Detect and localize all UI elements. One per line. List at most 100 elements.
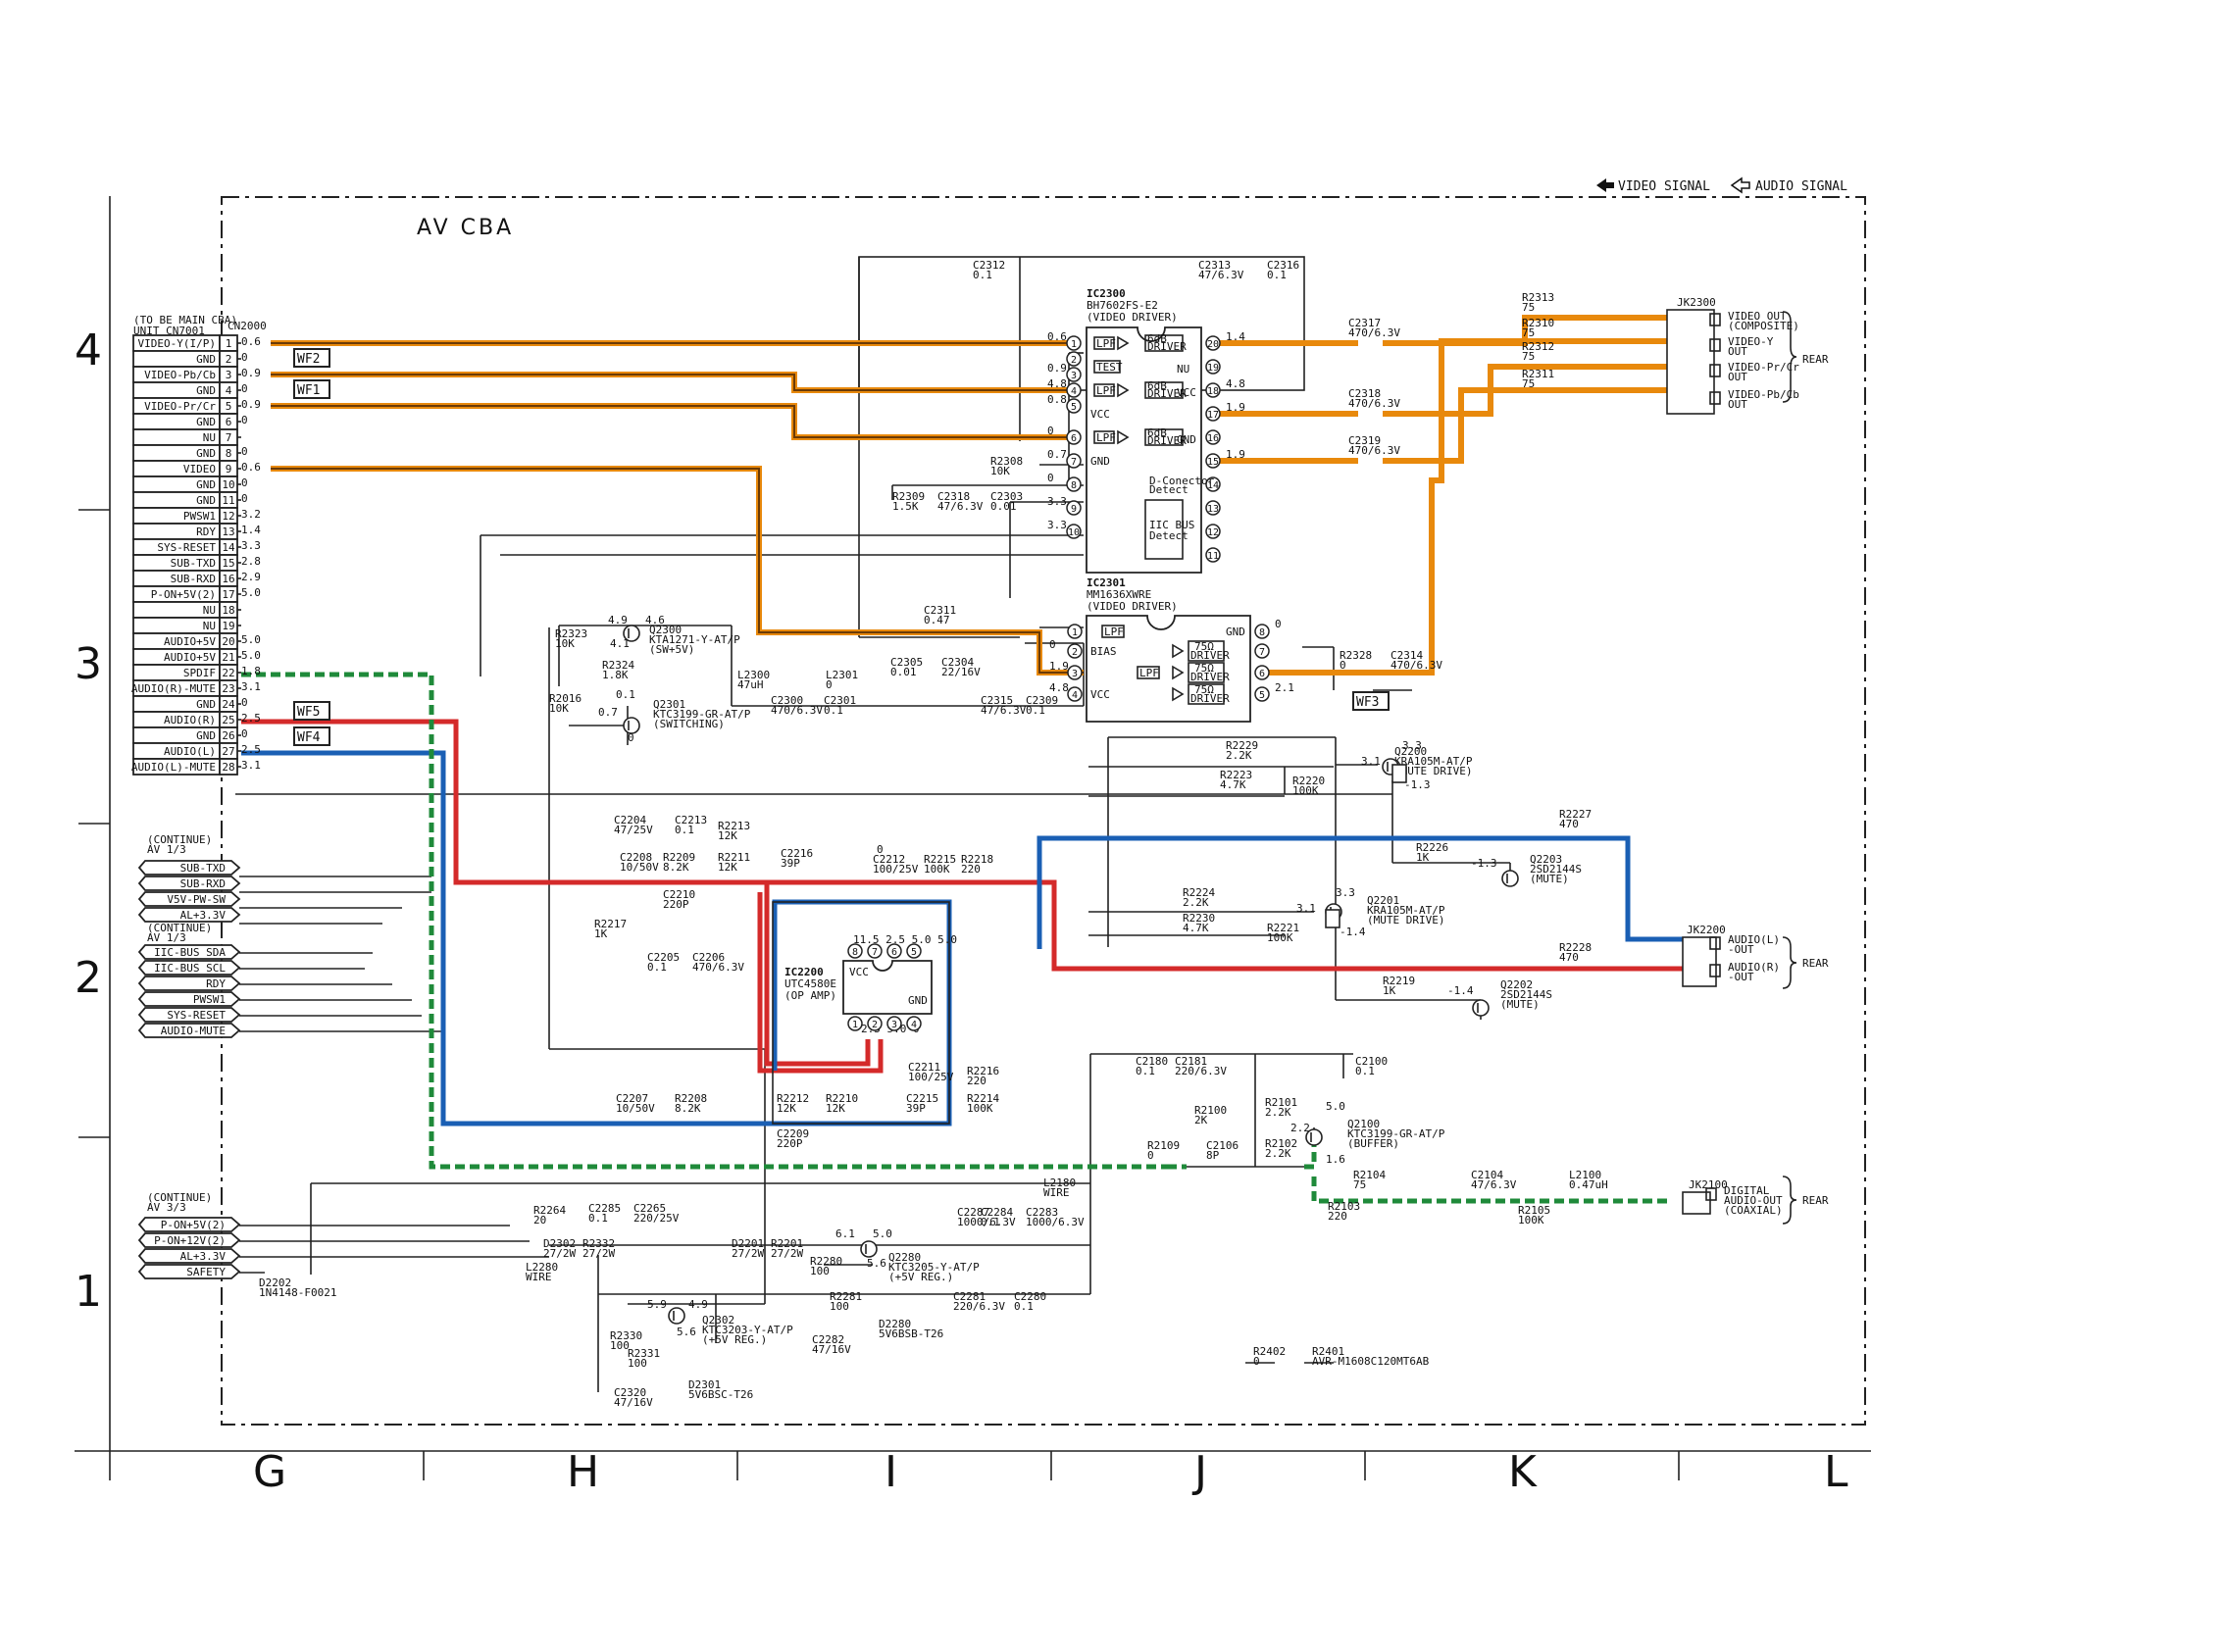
component-ref: R2219 xyxy=(1383,975,1415,987)
col-label-g: G xyxy=(253,1447,286,1497)
component-ref: C2205 xyxy=(647,951,680,964)
component-value: KTC3205-Y-AT/P xyxy=(888,1261,980,1274)
ic2300-pin-voltage: 0.8 xyxy=(1047,393,1067,406)
cn2000-pin-name: AUDIO+5V xyxy=(164,651,216,664)
component-value: 0.1 xyxy=(973,269,992,281)
voltage-reading: 0.1 xyxy=(616,688,635,701)
cn2000-pin-name: SUB-RXD xyxy=(171,573,216,585)
component-ref: R2401 xyxy=(1312,1345,1344,1358)
component-ref: R2016 xyxy=(549,692,582,705)
cn2000-pin-name: GND xyxy=(196,416,216,428)
svg-text:17: 17 xyxy=(1207,410,1219,421)
component-ref: C2285 xyxy=(588,1202,621,1215)
component-ref: C2309 xyxy=(1026,694,1058,707)
component-value: 220P xyxy=(663,898,689,911)
ic2301-lpf: LPF xyxy=(1139,667,1159,679)
cn2000-pin-name: SYS-RESET xyxy=(157,541,216,554)
q2301-symbol xyxy=(623,717,640,734)
jk2300-output-label: VIDEO-Y xyxy=(1728,335,1774,348)
cn2000-pin-name: SUB-TXD xyxy=(171,557,216,570)
ic2300-dcon2: Detect xyxy=(1149,483,1188,496)
cn2000-pin-voltage: 0.6 xyxy=(241,335,261,348)
component-ref: R2264 xyxy=(533,1204,566,1217)
cn2000-pin-number: 11 xyxy=(222,494,234,507)
component-ref: C2287 xyxy=(957,1206,989,1219)
component-ref: Q2203 xyxy=(1530,853,1562,866)
cont1-signal: V5V-PW-SW xyxy=(167,893,226,906)
cn2000-pin-number: 28 xyxy=(222,761,234,774)
component-ref: R2332 xyxy=(582,1237,615,1250)
cn2000-pin-number: 4 xyxy=(226,384,232,397)
component-ref: C2265 xyxy=(633,1202,666,1215)
ic2200-gnd: GND xyxy=(908,994,928,1007)
component-note: (+5V REG.) xyxy=(702,1333,767,1346)
cn2000-pin-number: 13 xyxy=(222,526,234,538)
component-value: 12K xyxy=(777,1102,796,1115)
component-ref: R2224 xyxy=(1183,886,1215,899)
component-ref: R2102 xyxy=(1265,1137,1297,1150)
component-value: 470/6.3V xyxy=(1348,326,1400,339)
component-ref: C2313 xyxy=(1198,259,1231,272)
component-ref: R2100 xyxy=(1194,1104,1227,1117)
component-value: KTC3199-GR-AT/P xyxy=(1347,1127,1445,1140)
voltage-reading: 0 xyxy=(877,843,884,856)
row-label-1: 1 xyxy=(75,1267,102,1317)
voltage-reading: 5.0 xyxy=(1326,1100,1345,1113)
cn2000-pin-voltage: 3.1 xyxy=(241,680,261,693)
wf1-label: WF1 xyxy=(297,383,320,398)
cn2000-pin-name: GND xyxy=(196,698,216,711)
component-value: 470 xyxy=(1559,951,1579,964)
svg-text:8: 8 xyxy=(1071,480,1077,491)
component-value: 0.47 xyxy=(924,614,950,626)
cn2000-pin-name: AUDIO(R)-MUTE xyxy=(131,682,216,695)
component-value: 2.2K xyxy=(1183,896,1209,909)
jk2300-output-label: VIDEO-Pb/Cb xyxy=(1728,388,1799,401)
legend-video: VIDEO SIGNAL xyxy=(1618,179,1710,194)
cn2000-pin-voltage: 2.5 xyxy=(241,712,261,725)
ic2300-drv-gain: 6dB xyxy=(1147,426,1167,439)
component-ref: R2330 xyxy=(610,1329,642,1342)
cn2000-pin-number: 23 xyxy=(222,682,234,695)
svg-text:1: 1 xyxy=(852,1020,858,1030)
svg-text:6: 6 xyxy=(1071,433,1077,444)
cn2000-pin-number: 12 xyxy=(222,510,234,523)
component-ref: R2221 xyxy=(1267,922,1299,934)
component-ref: R2280 xyxy=(810,1255,842,1268)
component-ref: C2303 xyxy=(990,490,1023,503)
component-value: 470/6.3V xyxy=(771,704,823,717)
component-value: 0.1 xyxy=(588,1212,608,1225)
ic2301-desc: (VIDEO DRIVER) xyxy=(1087,600,1178,613)
component-ref: D2280 xyxy=(879,1318,911,1330)
voltage-reading: 3.3 xyxy=(1402,739,1422,752)
jk2200-output-label: -OUT xyxy=(1728,943,1754,956)
ic2300-pin-voltage: 1.9 xyxy=(1226,448,1245,461)
component-ref: R2104 xyxy=(1353,1169,1386,1181)
ic2301-drv-label: DRIVER xyxy=(1190,671,1230,683)
component-ref: C2181 xyxy=(1175,1055,1207,1068)
cn2000-note1: (TO BE MAIN CBA) xyxy=(133,314,237,326)
cn2000-pin-name: NU xyxy=(203,604,216,617)
cn2000-pin-number: 21 xyxy=(222,651,234,664)
cn2000-pin-voltage: 2.8 xyxy=(241,555,261,568)
svg-text:4: 4 xyxy=(1072,690,1078,701)
svg-text:10: 10 xyxy=(1068,527,1080,538)
component-value: 0.47uH xyxy=(1569,1178,1608,1191)
voltage-reading: 5.6 xyxy=(677,1326,696,1338)
cn2000-pin-voltage: 3.2 xyxy=(241,508,261,521)
ic2300-ref: IC2300 xyxy=(1087,287,1126,300)
cont3-signal: P-ON+12V(2) xyxy=(154,1234,226,1247)
legend-audio: AUDIO SIGNAL xyxy=(1755,179,1847,194)
cn2000-pin-number: 9 xyxy=(226,463,232,476)
cn2000-pin-number: 27 xyxy=(222,745,234,758)
component-ref: R2328 xyxy=(1340,649,1372,662)
component-ref: C2104 xyxy=(1471,1169,1503,1181)
voltage-reading: 5.0 xyxy=(873,1227,892,1240)
component-value: 75 xyxy=(1522,350,1535,363)
ic2300-drv-gain: 6dB xyxy=(1147,332,1167,345)
component-ref: R2402 xyxy=(1253,1345,1286,1358)
component-value: 10K xyxy=(990,465,1010,477)
cont2-signal: IIC-BUS SCL xyxy=(154,962,226,975)
